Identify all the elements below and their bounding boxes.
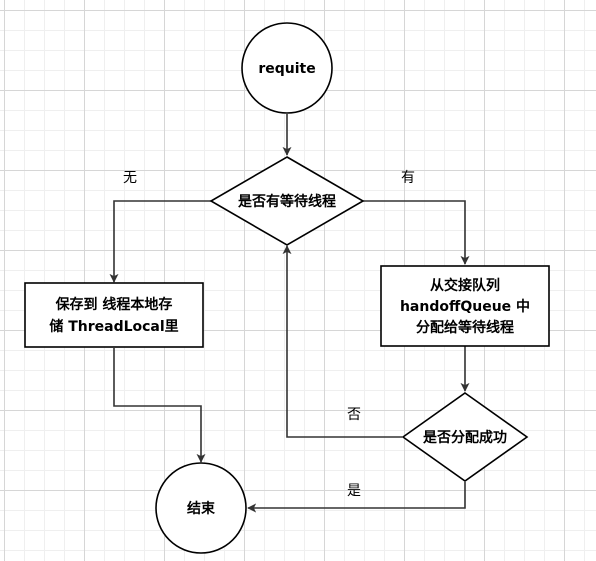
start-node-label: requite: [258, 61, 315, 77]
decision-assign-success-label: 是否分配成功: [423, 429, 507, 446]
process-assign-from-queue-line1: 从交接队列: [430, 277, 500, 294]
process-assign-from-queue: 从交接队列 handoffQueue 中 分配给等待线程: [380, 265, 550, 347]
decision-assign-success: 是否分配成功: [401, 392, 529, 482]
process-save-thread-local: 保存到 线程本地存 储 ThreadLocal里: [24, 282, 204, 348]
end-node: 结束: [155, 462, 247, 554]
edge-label-yes: 是: [347, 483, 361, 499]
decision-has-waiting-thread: 是否有等待线程: [209, 156, 365, 246]
edge-save-to-end: [113, 348, 206, 463]
process-save-thread-local-line1: 保存到 线程本地存: [55, 296, 173, 313]
end-node-label: 结束: [187, 500, 216, 517]
edge-label-no: 否: [347, 407, 361, 423]
start-node: requite: [241, 22, 333, 114]
edge-check-fail-back: [282, 245, 402, 438]
edge-label-has: 有: [401, 170, 415, 186]
process-save-thread-local-line2: 储 ThreadLocal里: [48, 318, 178, 335]
edge-decision-to-assign: [363, 200, 470, 265]
edge-decision-to-save: [109, 200, 211, 283]
process-assign-from-queue-line2: handoffQueue 中: [400, 298, 530, 315]
decision-has-waiting-thread-label: 是否有等待线程: [238, 193, 336, 210]
process-assign-from-queue-line3: 分配给等待线程: [416, 319, 514, 336]
edge-label-none: 无: [123, 170, 137, 186]
edge-check-success-to-end: [247, 482, 466, 513]
